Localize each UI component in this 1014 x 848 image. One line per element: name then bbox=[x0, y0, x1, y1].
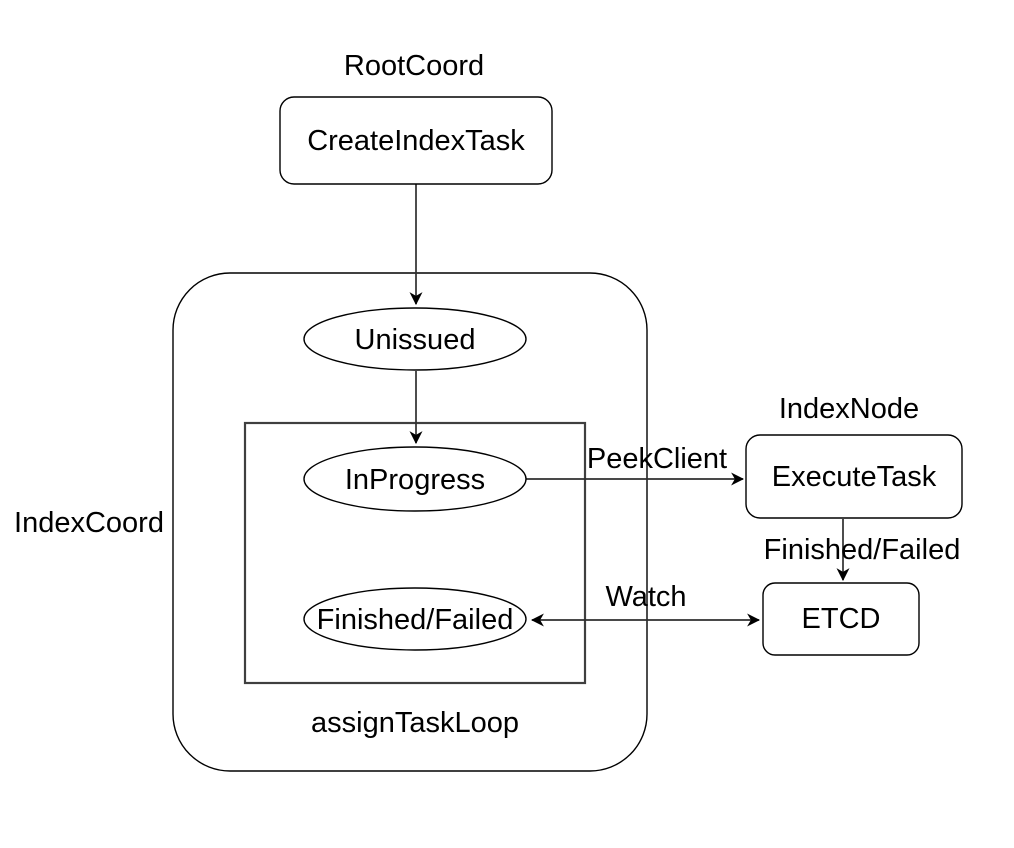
etcd-label: ETCD bbox=[802, 603, 881, 635]
rootcoord-group-label: RootCoord bbox=[344, 50, 484, 82]
indexcoord-group-label: IndexCoord bbox=[14, 507, 164, 539]
node-create-index-task bbox=[279, 96, 553, 185]
finished-failed-state-label: Finished/Failed bbox=[317, 604, 514, 636]
watch-edge-label: Watch bbox=[605, 581, 686, 613]
unissued-label: Unissued bbox=[355, 324, 476, 356]
node-execute-task bbox=[745, 434, 963, 519]
indexnode-group-label: IndexNode bbox=[779, 393, 919, 425]
peekclient-edge-label: PeekClient bbox=[587, 443, 727, 475]
assigntaskloop-group-label: assignTaskLoop bbox=[311, 707, 519, 739]
node-finished-failed bbox=[303, 587, 527, 651]
finished-failed-edge-label: Finished/Failed bbox=[764, 534, 961, 566]
execute-task-label: ExecuteTask bbox=[772, 461, 937, 493]
assigntaskloop-box bbox=[243, 421, 587, 685]
node-unissued bbox=[303, 307, 527, 371]
create-index-task-label: CreateIndexTask bbox=[307, 125, 525, 157]
node-inprogress bbox=[303, 446, 527, 512]
node-etcd bbox=[762, 582, 920, 656]
inprogress-label: InProgress bbox=[345, 464, 485, 496]
indexcoord-container bbox=[172, 272, 648, 772]
